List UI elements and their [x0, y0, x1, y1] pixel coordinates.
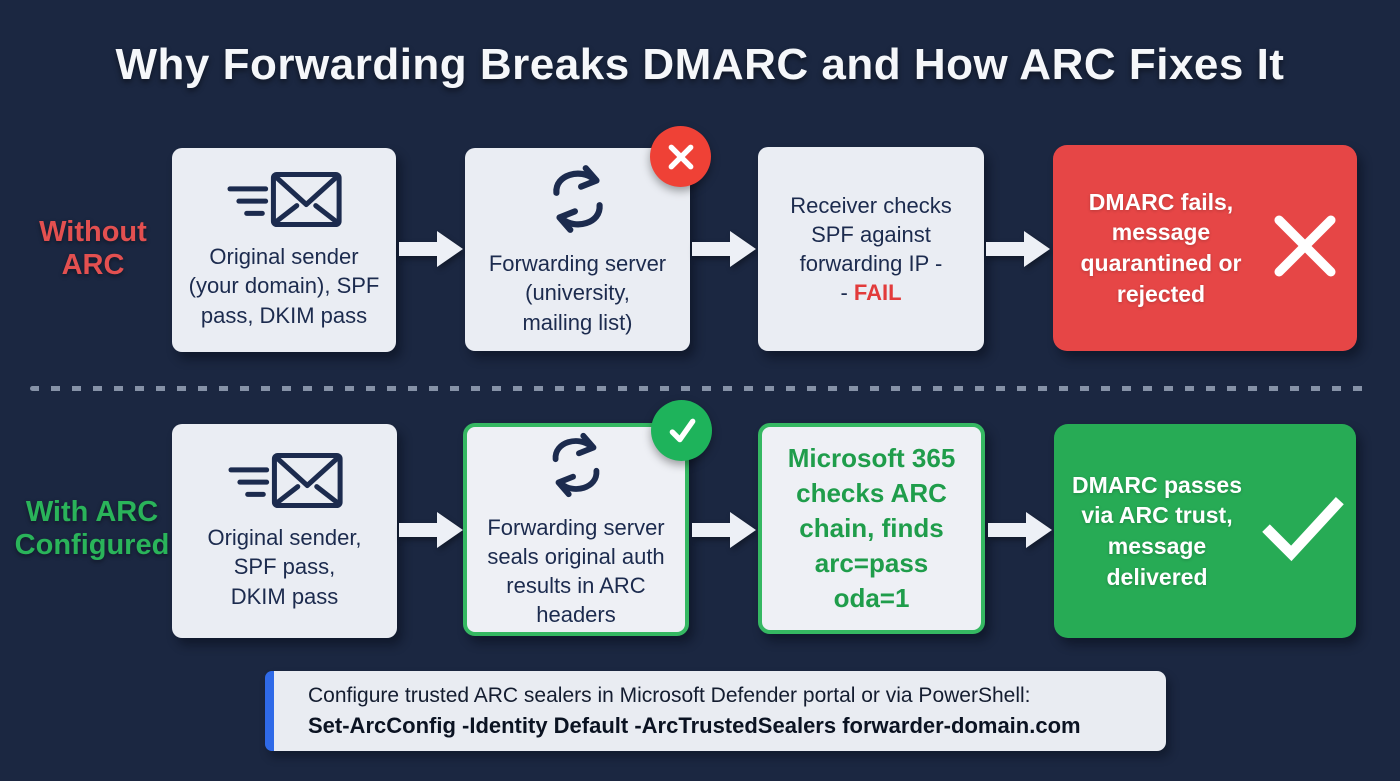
- step-forwarding-server: Forwarding server (university, mailing l…: [465, 148, 690, 351]
- step-text: DMARC fails, message quarantined or reje…: [1080, 188, 1242, 307]
- step-text: Original sender (your domain), SPF pass,…: [188, 244, 380, 328]
- fail-word: FAIL: [853, 280, 902, 306]
- check-mark-icon: [1262, 496, 1344, 567]
- step-text: DMARC passes via ARC trust, message deli…: [1072, 471, 1242, 590]
- flow-arrow-icon: [692, 510, 758, 550]
- step-original-sender-arc: Original sender, SPF pass, DKIM pass: [172, 424, 397, 638]
- step-original-sender: Original sender (your domain), SPF pass,…: [172, 148, 396, 352]
- fail-prefix: -: [840, 280, 854, 306]
- row-label-without-arc: Without ARC: [39, 216, 147, 282]
- step-receiver-checks-spf: Receiver checks SPF against forwarding I…: [758, 147, 984, 351]
- row-divider: [30, 386, 1370, 391]
- step-text: Microsoft 365 checks ARC chain, finds ar…: [787, 443, 956, 613]
- fail-x-badge-icon: [650, 126, 711, 187]
- step-text: Forwarding server seals original auth re…: [487, 514, 665, 628]
- step-forwarder-seals-arc: Forwarding server seals original auth re…: [463, 423, 689, 636]
- cross-mark-icon: [1268, 209, 1342, 288]
- note-command: Set-ArcConfig -Identity Default -ArcTrus…: [308, 712, 1081, 738]
- step-text: Original sender, SPF pass, DKIM pass: [207, 525, 362, 609]
- fast-email-icon: [225, 170, 343, 234]
- step-m365-checks-arc: Microsoft 365 checks ARC chain, finds ar…: [758, 423, 985, 634]
- step-text: Receiver checks SPF against forwarding I…: [790, 192, 952, 276]
- flow-arrow-icon: [692, 229, 758, 269]
- step-text: Forwarding server (university, mailing l…: [488, 251, 667, 335]
- fail-result-line: - FAIL: [840, 278, 901, 307]
- fast-email-icon: [226, 451, 344, 515]
- note-line1: Configure trusted ARC sealers in Microso…: [308, 683, 1031, 707]
- step-dmarc-fails: DMARC fails, message quarantined or reje…: [1053, 145, 1357, 351]
- forward-sync-icon: [541, 162, 615, 241]
- flow-arrow-icon: [988, 510, 1054, 550]
- flow-arrow-icon: [399, 510, 465, 550]
- flow-arrow-icon: [986, 229, 1052, 269]
- step-dmarc-passes: DMARC passes via ARC trust, message deli…: [1054, 424, 1356, 638]
- pass-check-badge-icon: [651, 400, 712, 461]
- forward-sync-icon: [541, 430, 611, 505]
- row-label-with-arc: With ARC Configured: [14, 496, 170, 562]
- powershell-note: Configure trusted ARC sealers in Microso…: [265, 671, 1166, 751]
- page-title: Why Forwarding Breaks DMARC and How ARC …: [115, 40, 1285, 89]
- flow-arrow-icon: [399, 229, 465, 269]
